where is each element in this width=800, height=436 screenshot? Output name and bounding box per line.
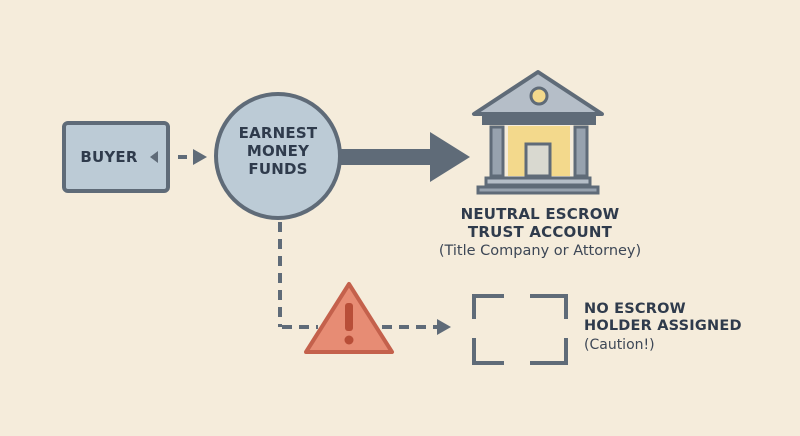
funds-to-no-escrow-dashed-path: [278, 222, 451, 335]
buyer-to-funds-arrow: [178, 149, 207, 165]
funds-line-3: FUNDS: [248, 160, 308, 178]
warning-line-2: HOLDER ASSIGNED: [584, 318, 742, 335]
dashed-placeholder-box: [472, 294, 568, 365]
buyer-pointer-icon: [150, 151, 158, 163]
no-escrow-label: NO ESCROW HOLDER ASSIGNED (Caution!): [584, 301, 794, 354]
escrow-account-label: NEUTRAL ESCROW TRUST ACCOUNT (Title Comp…: [418, 205, 662, 260]
escrow-line-3: (Title Company or Attorney): [438, 243, 642, 259]
earnest-money-label: EARNEST MONEY FUNDS: [218, 124, 338, 178]
funds-line-2: MONEY: [246, 142, 310, 160]
warning-line-1: NO ESCROW: [584, 301, 686, 317]
buyer-label: BUYER: [80, 148, 138, 166]
funds-to-escrow-arrow: [340, 132, 470, 182]
buyer-node: [62, 121, 170, 193]
warning-line-3: (Caution!): [584, 336, 655, 353]
warning-triangle-icon: [304, 282, 394, 354]
funds-line-1: EARNEST: [238, 124, 318, 142]
escrow-line-2: TRUST ACCOUNT: [467, 223, 613, 241]
bank-icon: [472, 70, 604, 195]
escrow-line-1: NEUTRAL ESCROW: [460, 205, 620, 223]
